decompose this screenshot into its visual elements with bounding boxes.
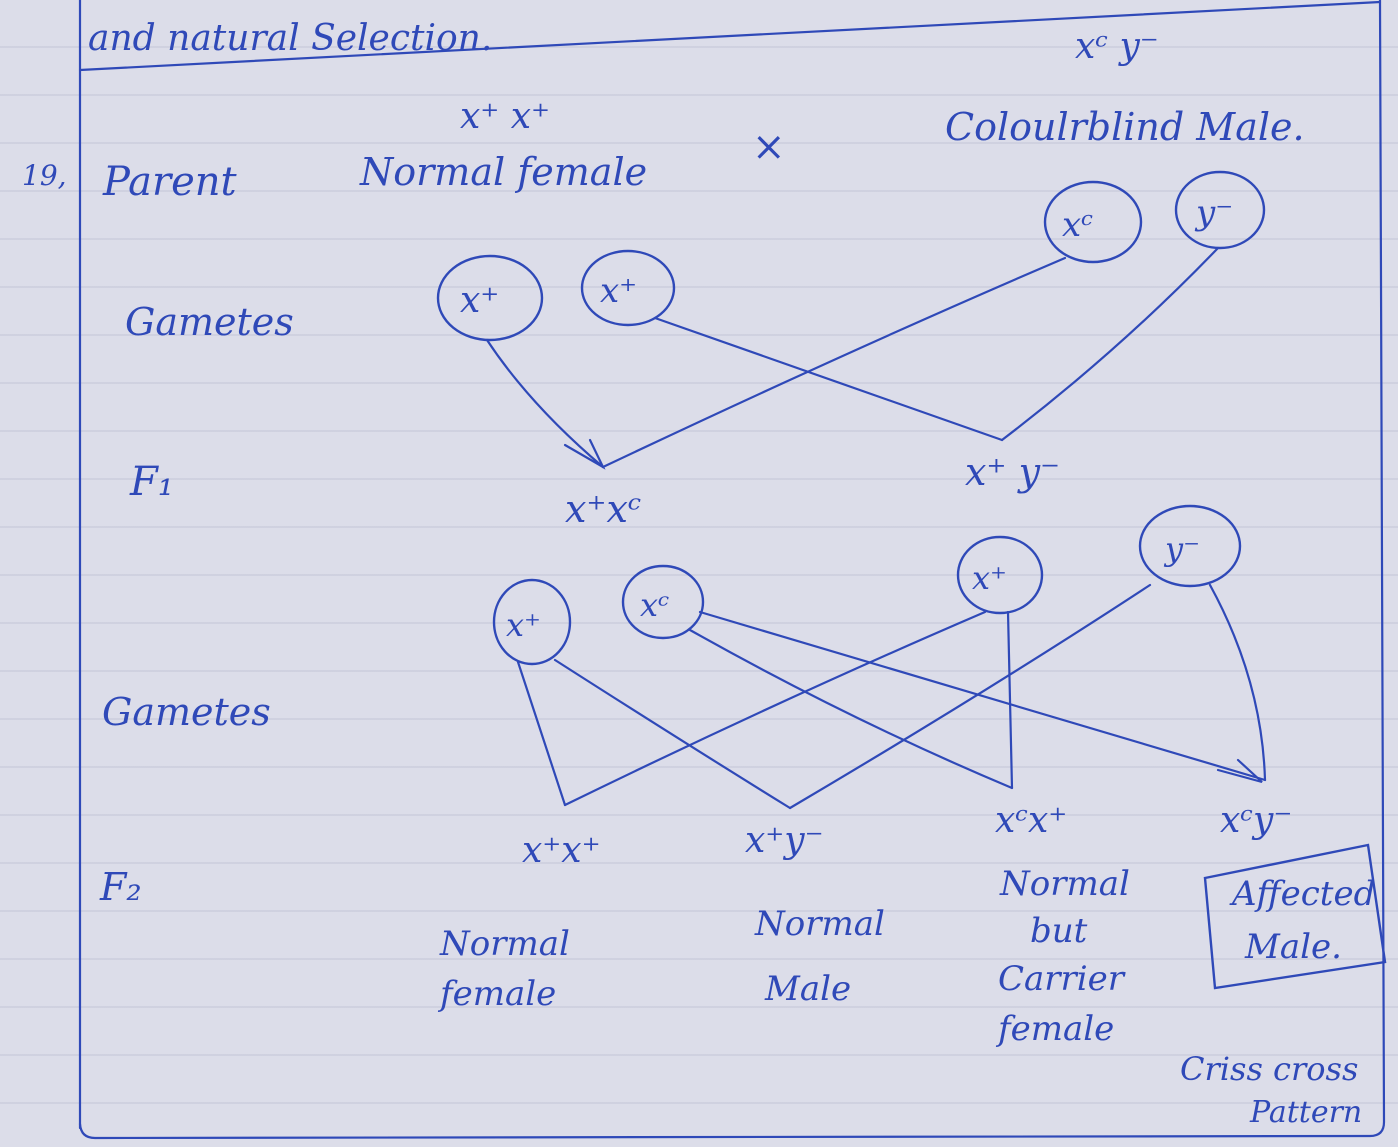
top-divider-line bbox=[78, 0, 1382, 72]
affected-male-box bbox=[1203, 843, 1387, 990]
gametes-label-2: Gametes bbox=[102, 690, 271, 734]
arrowhead-f1a bbox=[563, 438, 606, 470]
line-a-to-o1 bbox=[516, 660, 567, 807]
phenotype-1-line-1: Normal bbox=[439, 924, 570, 964]
gamete-circle-2 bbox=[580, 249, 676, 327]
f2-offspring-1: x⁺x⁺ bbox=[522, 830, 601, 871]
line-b-to-o4 bbox=[698, 610, 1267, 782]
gamete2-label-3: x⁺ bbox=[972, 559, 1007, 597]
gamete-circle-1 bbox=[436, 254, 544, 342]
phenotype-3-line-4: female bbox=[995, 1009, 1114, 1049]
gamete2-circle-4 bbox=[1138, 504, 1242, 588]
f2-offspring-3: xᶜx⁺ bbox=[995, 800, 1067, 841]
male-label: Coloulrblind Male. bbox=[945, 105, 1305, 149]
female-label: Normal female bbox=[359, 150, 647, 194]
f1-offspring-2: x⁺ y⁻ bbox=[965, 450, 1060, 494]
gamete-label-2: x⁺ bbox=[600, 271, 637, 311]
line-d-to-o4 bbox=[1208, 583, 1267, 782]
f2-offspring-4: xᶜy⁻ bbox=[1220, 800, 1292, 841]
footer-note-line-2: Pattern bbox=[1249, 1095, 1362, 1130]
line-g2-to-f1b bbox=[653, 316, 1004, 442]
f2-offspring-2: x⁺y⁻ bbox=[745, 820, 824, 861]
gamete2-circle-1 bbox=[492, 578, 572, 666]
phenotype-1-line-2: female bbox=[437, 974, 556, 1014]
gamete2-label-4: y⁻ bbox=[1163, 530, 1200, 568]
phenotype-3-line-3: Carrier bbox=[998, 959, 1126, 999]
gametes-label-1: Gametes bbox=[125, 300, 294, 344]
answer-frame bbox=[78, 0, 1386, 1140]
top-text: and natural Selection. bbox=[88, 18, 492, 59]
f1-offspring-1: x⁺xᶜ bbox=[565, 487, 641, 531]
line-c-to-o1 bbox=[563, 610, 987, 807]
cross-symbol: × bbox=[752, 124, 786, 170]
f1-label: F₁ bbox=[129, 459, 174, 505]
line-c-to-o3 bbox=[1006, 610, 1014, 790]
gamete2-label-1: x⁺ bbox=[506, 606, 541, 644]
parent-label: Parent bbox=[102, 159, 238, 205]
phenotype-3-line-1: Normal bbox=[999, 864, 1130, 904]
phenotype-4-line-1: Affected bbox=[1229, 874, 1375, 914]
phenotype-2-line-1: Normal bbox=[754, 904, 885, 944]
line-g3-to-f1a bbox=[601, 256, 1067, 469]
gamete-circle-3 bbox=[1043, 180, 1143, 264]
gamete-label-3: xᶜ bbox=[1062, 205, 1093, 245]
arrowhead-o4 bbox=[1216, 758, 1263, 784]
gamete2-circle-3 bbox=[956, 535, 1044, 615]
line-b-to-o3 bbox=[688, 628, 1014, 790]
gamete-circle-4 bbox=[1174, 170, 1266, 250]
line-g4-to-f1b bbox=[1000, 246, 1220, 442]
phenotype-3-line-2: but bbox=[1030, 911, 1088, 951]
female-genotype: x⁺ x⁺ bbox=[460, 96, 550, 137]
gamete2-circle-2 bbox=[621, 564, 705, 640]
line-d-to-o2 bbox=[788, 583, 1152, 810]
question-number: 19, bbox=[22, 159, 67, 192]
gamete-label-1: x⁺ bbox=[460, 280, 499, 321]
phenotype-2-line-2: Male bbox=[764, 969, 851, 1009]
footer-note-line-1: Criss cross bbox=[1180, 1050, 1358, 1088]
gamete-label-4: y⁻ bbox=[1194, 193, 1233, 233]
gamete2-label-2: xᶜ bbox=[640, 586, 669, 624]
line-g1-to-f1a bbox=[485, 338, 605, 469]
line-a-to-o2 bbox=[553, 658, 792, 810]
phenotype-4-line-2: Male. bbox=[1244, 927, 1342, 967]
f2-label: F₂ bbox=[99, 865, 142, 909]
male-genotype: xᶜ y⁻ bbox=[1075, 26, 1159, 67]
